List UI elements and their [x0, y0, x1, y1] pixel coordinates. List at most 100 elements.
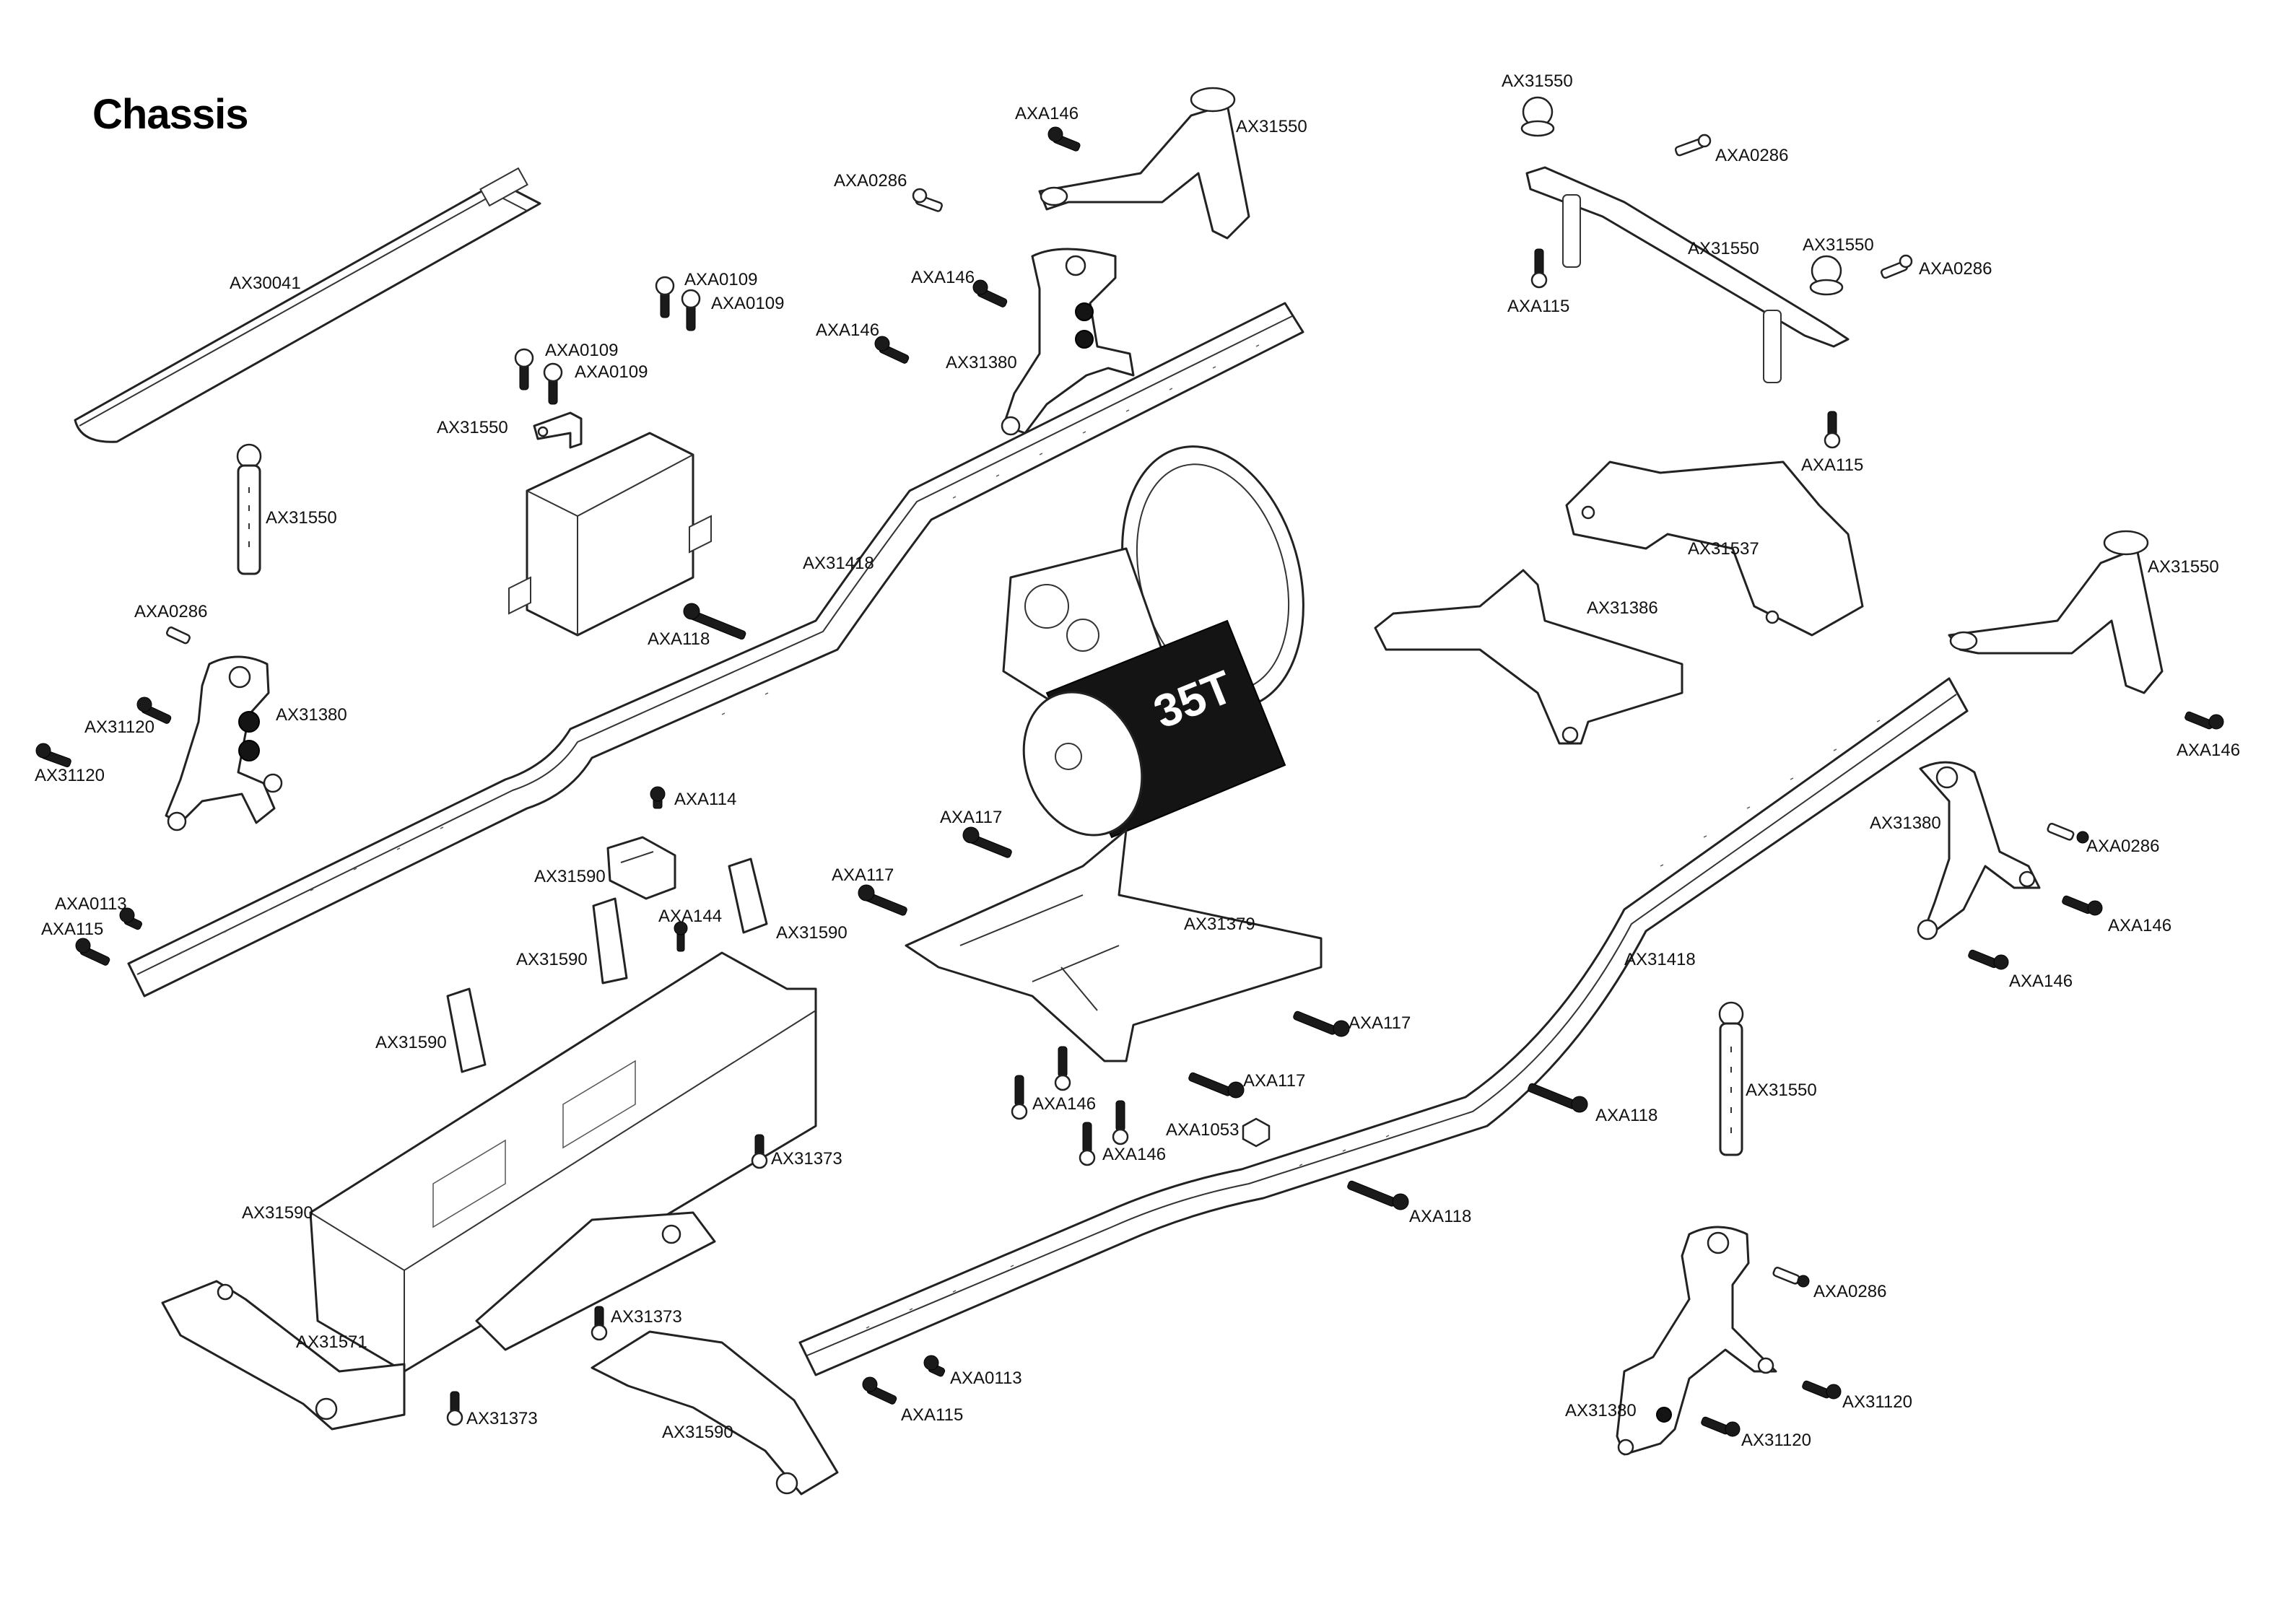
- part-label: AX31590: [516, 950, 588, 969]
- screw: [1293, 1010, 1350, 1037]
- part-label: AX31380: [276, 705, 347, 725]
- part-label: AXA0109: [545, 341, 618, 360]
- part-label: AX30041: [230, 274, 301, 293]
- screw: [962, 826, 1012, 858]
- part-label: AXA146: [911, 268, 975, 287]
- part-label: AX31550: [1688, 239, 1759, 258]
- battery-block-part: [606, 836, 676, 900]
- part-label: AX31550: [266, 508, 337, 528]
- part-label: AXA146: [1102, 1145, 1166, 1164]
- screw: [1530, 248, 1548, 289]
- diagram-title: Chassis: [92, 91, 248, 138]
- part-label: AX31550: [1803, 235, 1874, 255]
- screw: [1112, 1100, 1129, 1145]
- screw: [1242, 1117, 1271, 1148]
- part-label: AX31120: [35, 766, 105, 785]
- part-label: AXA146: [816, 320, 879, 340]
- part-label: AX31590: [776, 923, 848, 943]
- shock-hoop-top-part: [1038, 87, 1250, 240]
- part-label: AXA115: [901, 1405, 963, 1425]
- part-label: AXA146: [2009, 972, 2073, 991]
- part-label: AXA146: [1015, 104, 1079, 123]
- part-label: AXA0113: [950, 1368, 1022, 1388]
- screw: [862, 1376, 897, 1405]
- screw: [1528, 1083, 1588, 1113]
- screw: [1011, 1075, 1028, 1120]
- part-label: AXA0286: [134, 602, 207, 621]
- crossmember-part: [1374, 569, 1683, 745]
- screw: [1880, 254, 1913, 279]
- rear-mount-part: [161, 1280, 406, 1431]
- screw: [655, 276, 675, 318]
- body-post-left-part: [236, 443, 262, 575]
- part-label: AXA144: [658, 907, 722, 926]
- part-label: AXA117: [1349, 1013, 1411, 1033]
- part-label: AX31379: [1184, 914, 1255, 934]
- motor-part: 35T: [1022, 619, 1286, 839]
- body-post-cap-mid-part: [1809, 255, 1844, 296]
- part-label: AX31537: [1688, 539, 1759, 559]
- part-label: AXA1053: [1166, 1120, 1239, 1140]
- screw: [446, 1391, 463, 1426]
- screw: [650, 786, 666, 809]
- part-label: AXA0286: [1919, 259, 1992, 279]
- shock-tower-top-part: [1001, 248, 1135, 436]
- link-mount-part: [591, 1330, 839, 1496]
- screw: [119, 907, 142, 930]
- part-label: AXA115: [41, 920, 103, 939]
- screw: [923, 1355, 946, 1377]
- screw: [543, 362, 563, 405]
- part-label: AX31550: [2148, 557, 2219, 577]
- part-label: AXA115: [1801, 455, 1863, 475]
- front-mount-part: [1565, 460, 1864, 637]
- screw: [1824, 411, 1841, 449]
- screw: [674, 921, 688, 952]
- body-mount-bar-part: [1525, 166, 1850, 383]
- screw: [514, 348, 534, 390]
- part-label: AXA118: [1409, 1207, 1471, 1226]
- part-label: AX31550: [437, 418, 508, 437]
- chassis-rail-left-part: [127, 302, 1304, 997]
- screw: [1674, 134, 1712, 157]
- body-post-right-part: [1718, 1001, 1744, 1156]
- screw: [683, 603, 746, 640]
- screws: [35, 126, 2224, 1437]
- skid-plate-part: [905, 829, 1323, 1062]
- part-label: AX31571: [296, 1332, 367, 1352]
- part-label: AX31380: [946, 353, 1017, 372]
- part-label: AX31590: [534, 867, 606, 886]
- part-label: AX31590: [242, 1203, 313, 1223]
- screw: [751, 1134, 768, 1169]
- part-label: AX31550: [1746, 1081, 1817, 1100]
- part-label: AXA146: [2108, 916, 2171, 935]
- screw: [2184, 711, 2224, 730]
- servo-part: [508, 432, 712, 637]
- part-label: AX31380: [1565, 1401, 1637, 1420]
- servo-mount-part: [533, 411, 583, 449]
- part-label: AXA0113: [55, 894, 127, 914]
- part-label: AXA0286: [1715, 146, 1788, 165]
- part-label: AXA117: [940, 808, 1002, 827]
- part-label: AX31120: [84, 717, 154, 737]
- screw: [591, 1306, 608, 1341]
- screw: [1054, 1046, 1071, 1091]
- screw: [35, 743, 71, 768]
- part-label: AX31550: [1502, 71, 1573, 91]
- part-label: AXA0109: [711, 294, 784, 313]
- screw: [912, 188, 943, 212]
- part-label: AX31373: [466, 1409, 538, 1428]
- part-label: AX31590: [375, 1033, 447, 1052]
- screw: [136, 697, 172, 724]
- shock-tower-left-part: [165, 655, 283, 831]
- battery-plates-part: [446, 857, 768, 1073]
- part-label: AXA118: [1595, 1106, 1657, 1125]
- screw: [1188, 1072, 1245, 1099]
- part-label: AX31380: [1870, 813, 1941, 833]
- part-label: AX31418: [803, 554, 874, 573]
- part-label: AXA117: [832, 865, 894, 885]
- shock-hoop-right-part: [1948, 530, 2164, 694]
- part-label: AX31120: [1842, 1392, 1912, 1412]
- body-post-cap-top-part: [1520, 96, 1555, 137]
- part-label: AX31418: [1624, 950, 1696, 969]
